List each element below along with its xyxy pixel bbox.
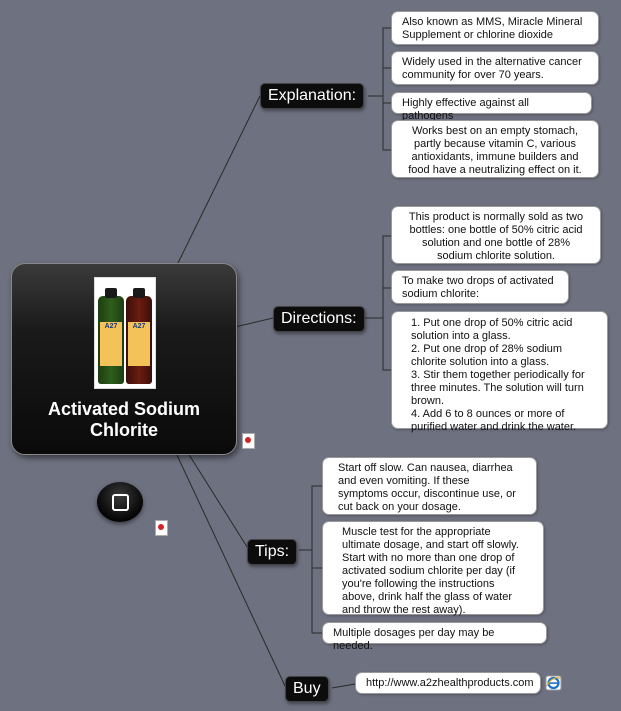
bottle-label-left: A27	[100, 322, 122, 366]
root-topic-node[interactable]: A27 A27 Activated Sodium Chlorite	[11, 263, 237, 455]
note-text: To make two drops of activated sodium ch…	[402, 275, 554, 300]
citric-acid-bottle: A27	[98, 288, 124, 384]
note-text: Also known as MMS, Miracle Mineral Suppl…	[402, 16, 583, 41]
root-topic-title: Activated Sodium Chlorite	[47, 399, 201, 440]
branch-buy[interactable]: Buy	[285, 676, 329, 702]
note-text: Multiple dosages per day may be needed.	[333, 627, 495, 652]
explanation-note-1[interactable]: Also known as MMS, Miracle Mineral Suppl…	[391, 11, 599, 45]
explanation-note-3[interactable]: Highly effective against all pathogens	[391, 92, 592, 122]
explanation-note-2[interactable]: Widely used in the alternative cancer co…	[391, 51, 599, 85]
tips-note-1[interactable]: Start off slow. Can nausea, diarrhea and…	[322, 457, 537, 515]
explanation-note-4[interactable]: Works best on an empty stomach, partly b…	[391, 120, 599, 178]
bottle-label-right: A27	[128, 322, 150, 366]
branch-explanation[interactable]: Explanation:	[260, 83, 365, 109]
note-text: Widely used in the alternative cancer co…	[402, 56, 582, 81]
buy-url-text: http://www.a2zhealthproducts.com	[366, 677, 534, 689]
directions-note-1[interactable]: This product is normally sold as two bot…	[391, 206, 601, 264]
pdf-attachment-icon[interactable]	[242, 433, 255, 449]
internet-explorer-link-icon[interactable]	[545, 675, 562, 691]
note-text: Highly effective against all pathogens	[402, 97, 529, 122]
branch-tips[interactable]: Tips:	[247, 539, 298, 565]
sodium-chlorite-bottle: A27	[126, 288, 152, 384]
buy-link-note[interactable]: http://www.a2zhealthproducts.com	[355, 672, 541, 694]
branch-directions[interactable]: Directions:	[273, 306, 365, 332]
note-text: Start off slow. Can nausea, diarrhea and…	[338, 462, 516, 513]
product-bottles-image: A27 A27	[94, 277, 156, 389]
note-text: 1. Put one drop of 50% citric acid solut…	[411, 317, 585, 433]
note-text: Muscle test for the appropriate ultimate…	[342, 526, 519, 616]
tips-note-2[interactable]: Muscle test for the appropriate ultimate…	[322, 521, 544, 616]
note-text: This product is normally sold as two bot…	[408, 211, 584, 262]
home-button-icon[interactable]	[97, 482, 143, 522]
directions-note-2[interactable]: To make two drops of activated sodium ch…	[391, 270, 569, 304]
pdf-attachment-icon[interactable]	[155, 520, 168, 536]
directions-note-3[interactable]: 1. Put one drop of 50% citric acid solut…	[391, 311, 608, 433]
note-text: Works best on an empty stomach, partly b…	[408, 125, 582, 176]
tips-note-3[interactable]: Multiple dosages per day may be needed.	[322, 622, 547, 652]
